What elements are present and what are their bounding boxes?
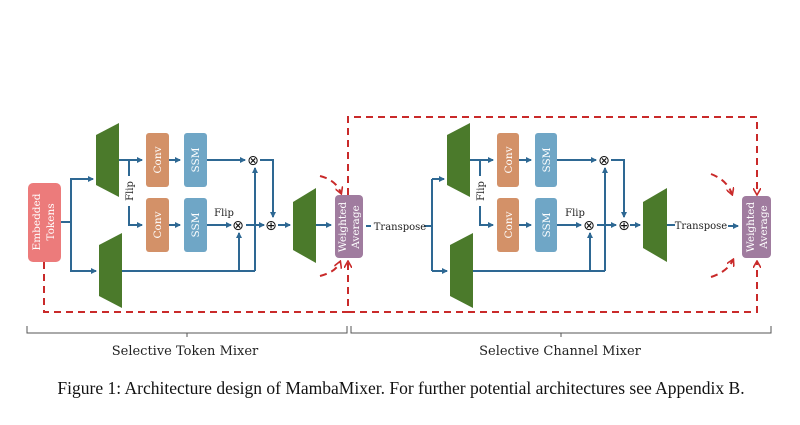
flip-label-horizontal: Flip	[214, 208, 234, 219]
multiply-op-top: ⊗	[247, 153, 259, 169]
brace-token-mixer	[26, 326, 348, 337]
channel-mixer-label: Selective Channel Mixer	[479, 344, 642, 359]
ssm-label: SSM	[190, 147, 202, 172]
weight-arrow-token-top	[319, 175, 341, 193]
brace-channel-mixer	[350, 326, 772, 337]
ssm-block-bottom: SSM	[184, 198, 207, 252]
conv-label: Conv	[503, 146, 515, 173]
projection-output	[293, 188, 316, 263]
figure-caption: Figure 1: Architecture design of MambaMi…	[57, 378, 744, 398]
multiply-op-bottom: ⊗	[583, 218, 595, 234]
ssm-block-top: SSM	[184, 133, 207, 187]
conv-block-top: Conv	[146, 133, 169, 187]
projection-bottom	[99, 233, 122, 308]
projection-output	[643, 188, 667, 262]
conv-block-bottom: Conv	[146, 198, 169, 252]
projection-top	[96, 123, 119, 197]
flip-label-vertical: Flip	[476, 181, 487, 201]
weight-arrow-channel-bottom	[710, 260, 733, 278]
residual-path-token	[43, 262, 348, 313]
ssm-label: SSM	[190, 212, 202, 237]
ssm-block-bottom: SSM	[535, 198, 557, 252]
ssm-label: SSM	[541, 147, 553, 172]
flip-label-horizontal: Flip	[565, 208, 585, 219]
transpose-label-1: Transpose	[374, 222, 427, 233]
conv-label: Conv	[503, 211, 515, 238]
selective-token-mixer: Embedded Tokens Conv SSM Conv SSM Flip F…	[28, 123, 432, 308]
weight-arrow-token-bottom	[319, 262, 340, 277]
multiply-op-bottom: ⊗	[232, 218, 244, 234]
selective-channel-mixer: Conv SSM Conv SSM Flip Flip ⊗ ⊗ ⊕ Transp…	[431, 123, 771, 308]
weighted-label-line1: Weighted	[745, 202, 757, 252]
embedded-label-line2: Tokens	[45, 203, 57, 240]
weighted-label-line2: Average	[350, 205, 362, 250]
weighted-label-line2: Average	[758, 205, 770, 250]
weighted-label-line1: Weighted	[337, 202, 349, 252]
projection-bottom	[450, 233, 473, 308]
weighted-average-block-channel: Weighted Average	[742, 196, 771, 258]
ssm-label: SSM	[541, 212, 553, 237]
residual-path-outer	[347, 116, 757, 195]
add-op: ⊕	[618, 218, 630, 234]
projection-top	[447, 123, 470, 197]
flip-label-vertical: Flip	[125, 181, 136, 201]
weight-arrow-channel-top	[710, 173, 732, 194]
token-mixer-label: Selective Token Mixer	[112, 344, 259, 359]
add-op: ⊕	[265, 218, 277, 234]
weighted-average-block-token: Weighted Average	[335, 195, 363, 258]
transpose-label-2: Transpose	[675, 221, 728, 232]
ssm-block-top: SSM	[535, 133, 557, 187]
embedded-tokens-block: Embedded Tokens	[28, 183, 61, 262]
conv-block-bottom: Conv	[497, 198, 519, 252]
conv-label: Conv	[152, 146, 164, 173]
conv-label: Conv	[152, 211, 164, 238]
residual-connections	[43, 116, 757, 313]
residual-path-channel	[348, 262, 757, 313]
multiply-op-top: ⊗	[598, 153, 610, 169]
embedded-label-line1: Embedded	[31, 193, 43, 250]
conv-block-top: Conv	[497, 133, 519, 187]
